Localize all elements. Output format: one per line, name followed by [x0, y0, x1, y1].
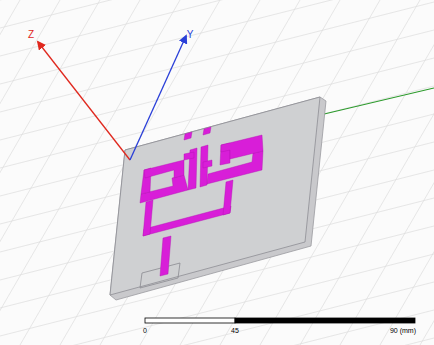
grid-line — [0, 0, 434, 56]
grid-line — [0, 310, 434, 345]
grid-line — [0, 30, 434, 140]
scale-number: 0 — [143, 327, 147, 334]
substrate-edge — [110, 97, 326, 300]
y-axis — [130, 36, 186, 160]
grid-line — [0, 282, 434, 345]
grid-line — [380, 0, 434, 345]
grid-line — [420, 0, 434, 345]
grid-line — [300, 0, 434, 345]
axis-label: Y — [187, 30, 194, 40]
scale-unit: 90 (mm) — [390, 327, 416, 334]
substrate — [110, 97, 320, 295]
grid-line — [0, 0, 434, 28]
patch-antenna — [140, 127, 263, 276]
grid-line — [340, 0, 434, 345]
grid-line — [0, 2, 434, 112]
scale-number: 45 — [231, 327, 239, 334]
grid-line — [0, 338, 434, 345]
axis-label: Z — [28, 30, 34, 40]
grid-line — [0, 0, 60, 345]
scale-bar — [145, 318, 235, 323]
grid-line — [0, 0, 434, 84]
scale-bar — [235, 318, 415, 323]
z-axis — [38, 42, 130, 160]
